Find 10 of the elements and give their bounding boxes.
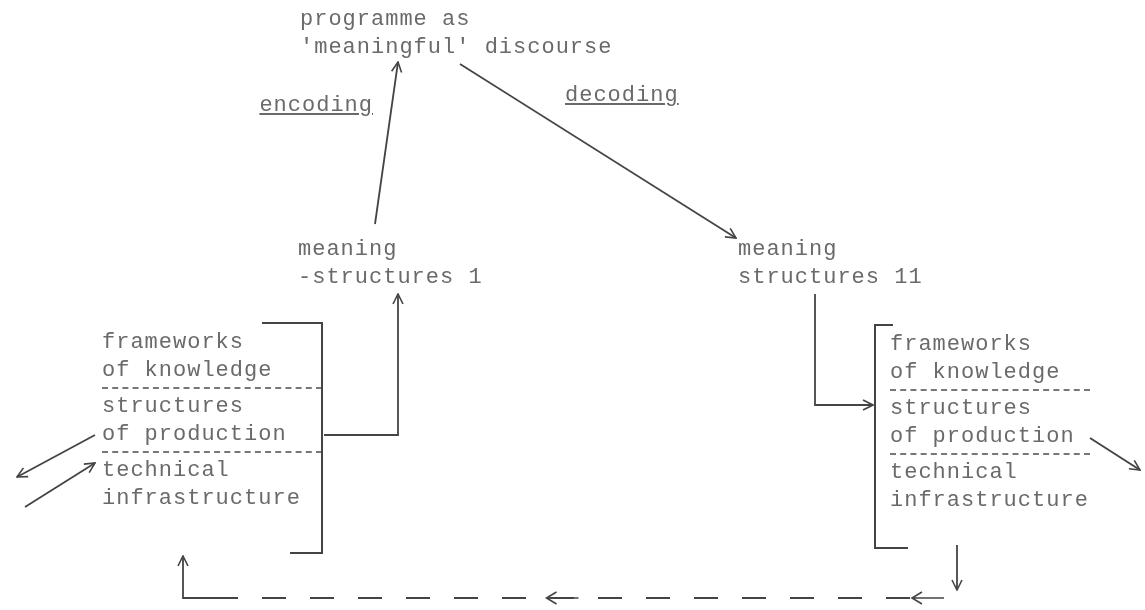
bracketed-list bbox=[875, 325, 1090, 548]
list-item-text: structures of production bbox=[102, 393, 322, 453]
list-item-text: frameworks of knowledge bbox=[890, 331, 1090, 391]
list-item-text: technical infrastructure bbox=[102, 457, 302, 513]
list-item-text: structures of production bbox=[890, 395, 1090, 455]
node-text: meaning structures 11 bbox=[738, 236, 933, 292]
list-item-text: technical infrastructure bbox=[890, 459, 1090, 515]
node-text: meaning -structures 1 bbox=[298, 236, 493, 292]
node-text: programme as 'meaningful' discourse bbox=[300, 6, 625, 62]
list-item-text: frameworks of knowledge bbox=[102, 329, 322, 389]
